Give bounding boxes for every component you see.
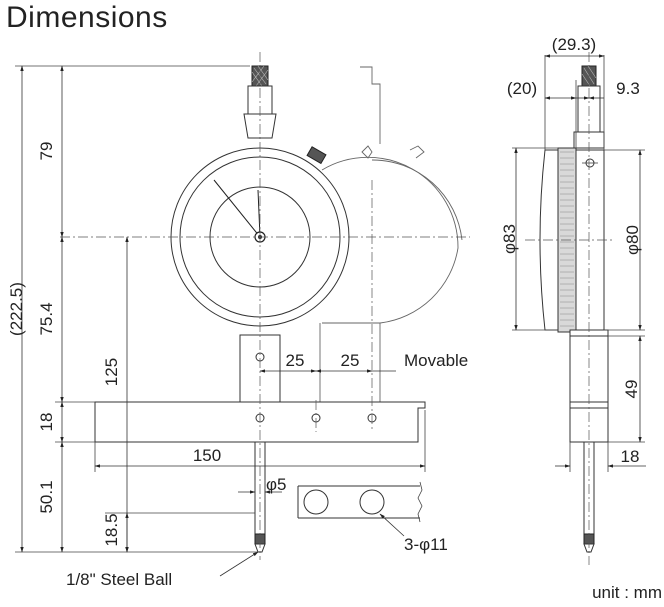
label-tip-length: 18.5 bbox=[102, 513, 121, 546]
label-side-back: (20) bbox=[507, 79, 537, 98]
bezel-lock-knob bbox=[306, 146, 327, 165]
label-pitch-1: 25 bbox=[286, 351, 305, 370]
label-side-offset: 9.3 bbox=[616, 79, 640, 98]
pointer-needle bbox=[213, 179, 261, 238]
label-dial-dia: φ80 bbox=[623, 225, 642, 255]
label-steel-ball: 1/8" Steel Ball bbox=[66, 570, 172, 589]
movable-ghost-outline bbox=[319, 66, 463, 402]
label-side-base: 18 bbox=[621, 447, 640, 466]
base-hole-detail bbox=[297, 481, 423, 523]
unit-label: unit : mm bbox=[592, 583, 662, 602]
label-pitch-2: 25 bbox=[341, 351, 360, 370]
label-base-thickness: 18 bbox=[37, 413, 56, 432]
page-title: Dimensions bbox=[6, 1, 168, 34]
dimension-lines bbox=[20, 65, 426, 577]
label-top-to-center: 79 bbox=[37, 142, 56, 161]
label-overall-height: (222.5) bbox=[7, 282, 26, 336]
label-bezel-dia: φ83 bbox=[500, 224, 519, 254]
label-below-base: 50.1 bbox=[37, 480, 56, 513]
label-holes: 3-φ11 bbox=[404, 535, 448, 554]
label-center-to-bottom: 125 bbox=[102, 358, 121, 386]
revolution-needle bbox=[257, 189, 261, 238]
extension-lines bbox=[15, 65, 426, 553]
label-movable: Movable bbox=[404, 351, 468, 370]
label-base-width: 150 bbox=[193, 446, 221, 465]
label-center-to-base: 75.4 bbox=[37, 302, 56, 335]
label-side-total: (29.3) bbox=[552, 35, 596, 54]
front-view: (222.5) 79 75.4 18 50.1 125 18.5 25 25 M… bbox=[7, 52, 470, 589]
side-view: (29.3) (20) 9.3 φ83 φ80 49 18 bbox=[500, 35, 646, 565]
label-stem-length: 49 bbox=[622, 380, 641, 399]
label-rod-dia: φ5 bbox=[266, 475, 286, 494]
